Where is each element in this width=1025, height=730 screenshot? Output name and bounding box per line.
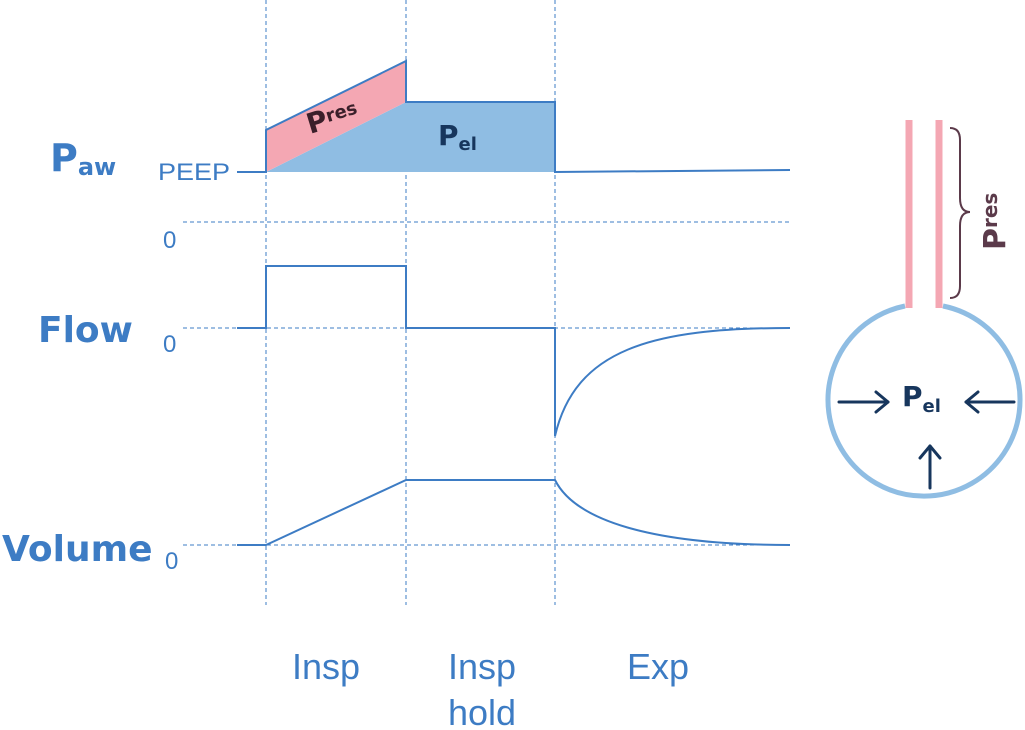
pel-region-label: Pel — [438, 119, 477, 155]
paw-label: Paw — [50, 136, 116, 181]
pres-area — [266, 61, 406, 172]
paw-zero-label: 0 — [163, 227, 176, 254]
peep-label: PEEP — [158, 159, 230, 186]
pres-brace — [949, 127, 971, 299]
pel-region-main: P — [438, 119, 459, 152]
paw-row: Paw PEEP 0 Pres Pel — [50, 59, 791, 254]
volume-trace — [237, 479, 791, 546]
volume-label: Volume — [2, 529, 153, 570]
lung-pel-main: P — [902, 380, 923, 413]
arrow-right-icon — [837, 390, 890, 414]
alveolus-outline — [825, 303, 1023, 499]
lung-pres-main: P — [978, 228, 1013, 250]
phase-hold-label-line1: Insp — [448, 646, 516, 687]
pel-region-sub: el — [459, 134, 477, 155]
paw-label-sub: aw — [78, 153, 116, 181]
phase-exp-label: Exp — [627, 646, 689, 687]
pel-area — [266, 102, 555, 172]
phase-hold-label-line2: hold — [448, 692, 516, 730]
lung-pres-label: Pres — [978, 193, 1013, 250]
elastic-arrows — [837, 390, 1016, 490]
lung-pel-sub: el — [923, 396, 941, 417]
phase-labels: Insp Insp hold Exp — [292, 646, 689, 730]
volume-row: Volume 0 — [2, 479, 791, 575]
arrow-left-icon — [964, 390, 1016, 414]
phase-insp-label: Insp — [292, 646, 360, 687]
phase-dividers — [265, 0, 556, 605]
flow-zero-label: 0 — [163, 331, 176, 358]
flow-row: Flow 0 — [38, 265, 791, 437]
paw-trace — [237, 59, 791, 174]
paw-label-main: P — [50, 136, 78, 180]
lung-pel-label: Pel — [902, 380, 941, 417]
lung-pres-sub: res — [978, 193, 1002, 228]
volume-zero-label: 0 — [165, 548, 178, 575]
arrow-up-icon — [918, 444, 942, 490]
lung-model: Pres Pel — [825, 120, 1023, 499]
flow-label: Flow — [38, 310, 133, 351]
flow-trace — [237, 265, 791, 437]
